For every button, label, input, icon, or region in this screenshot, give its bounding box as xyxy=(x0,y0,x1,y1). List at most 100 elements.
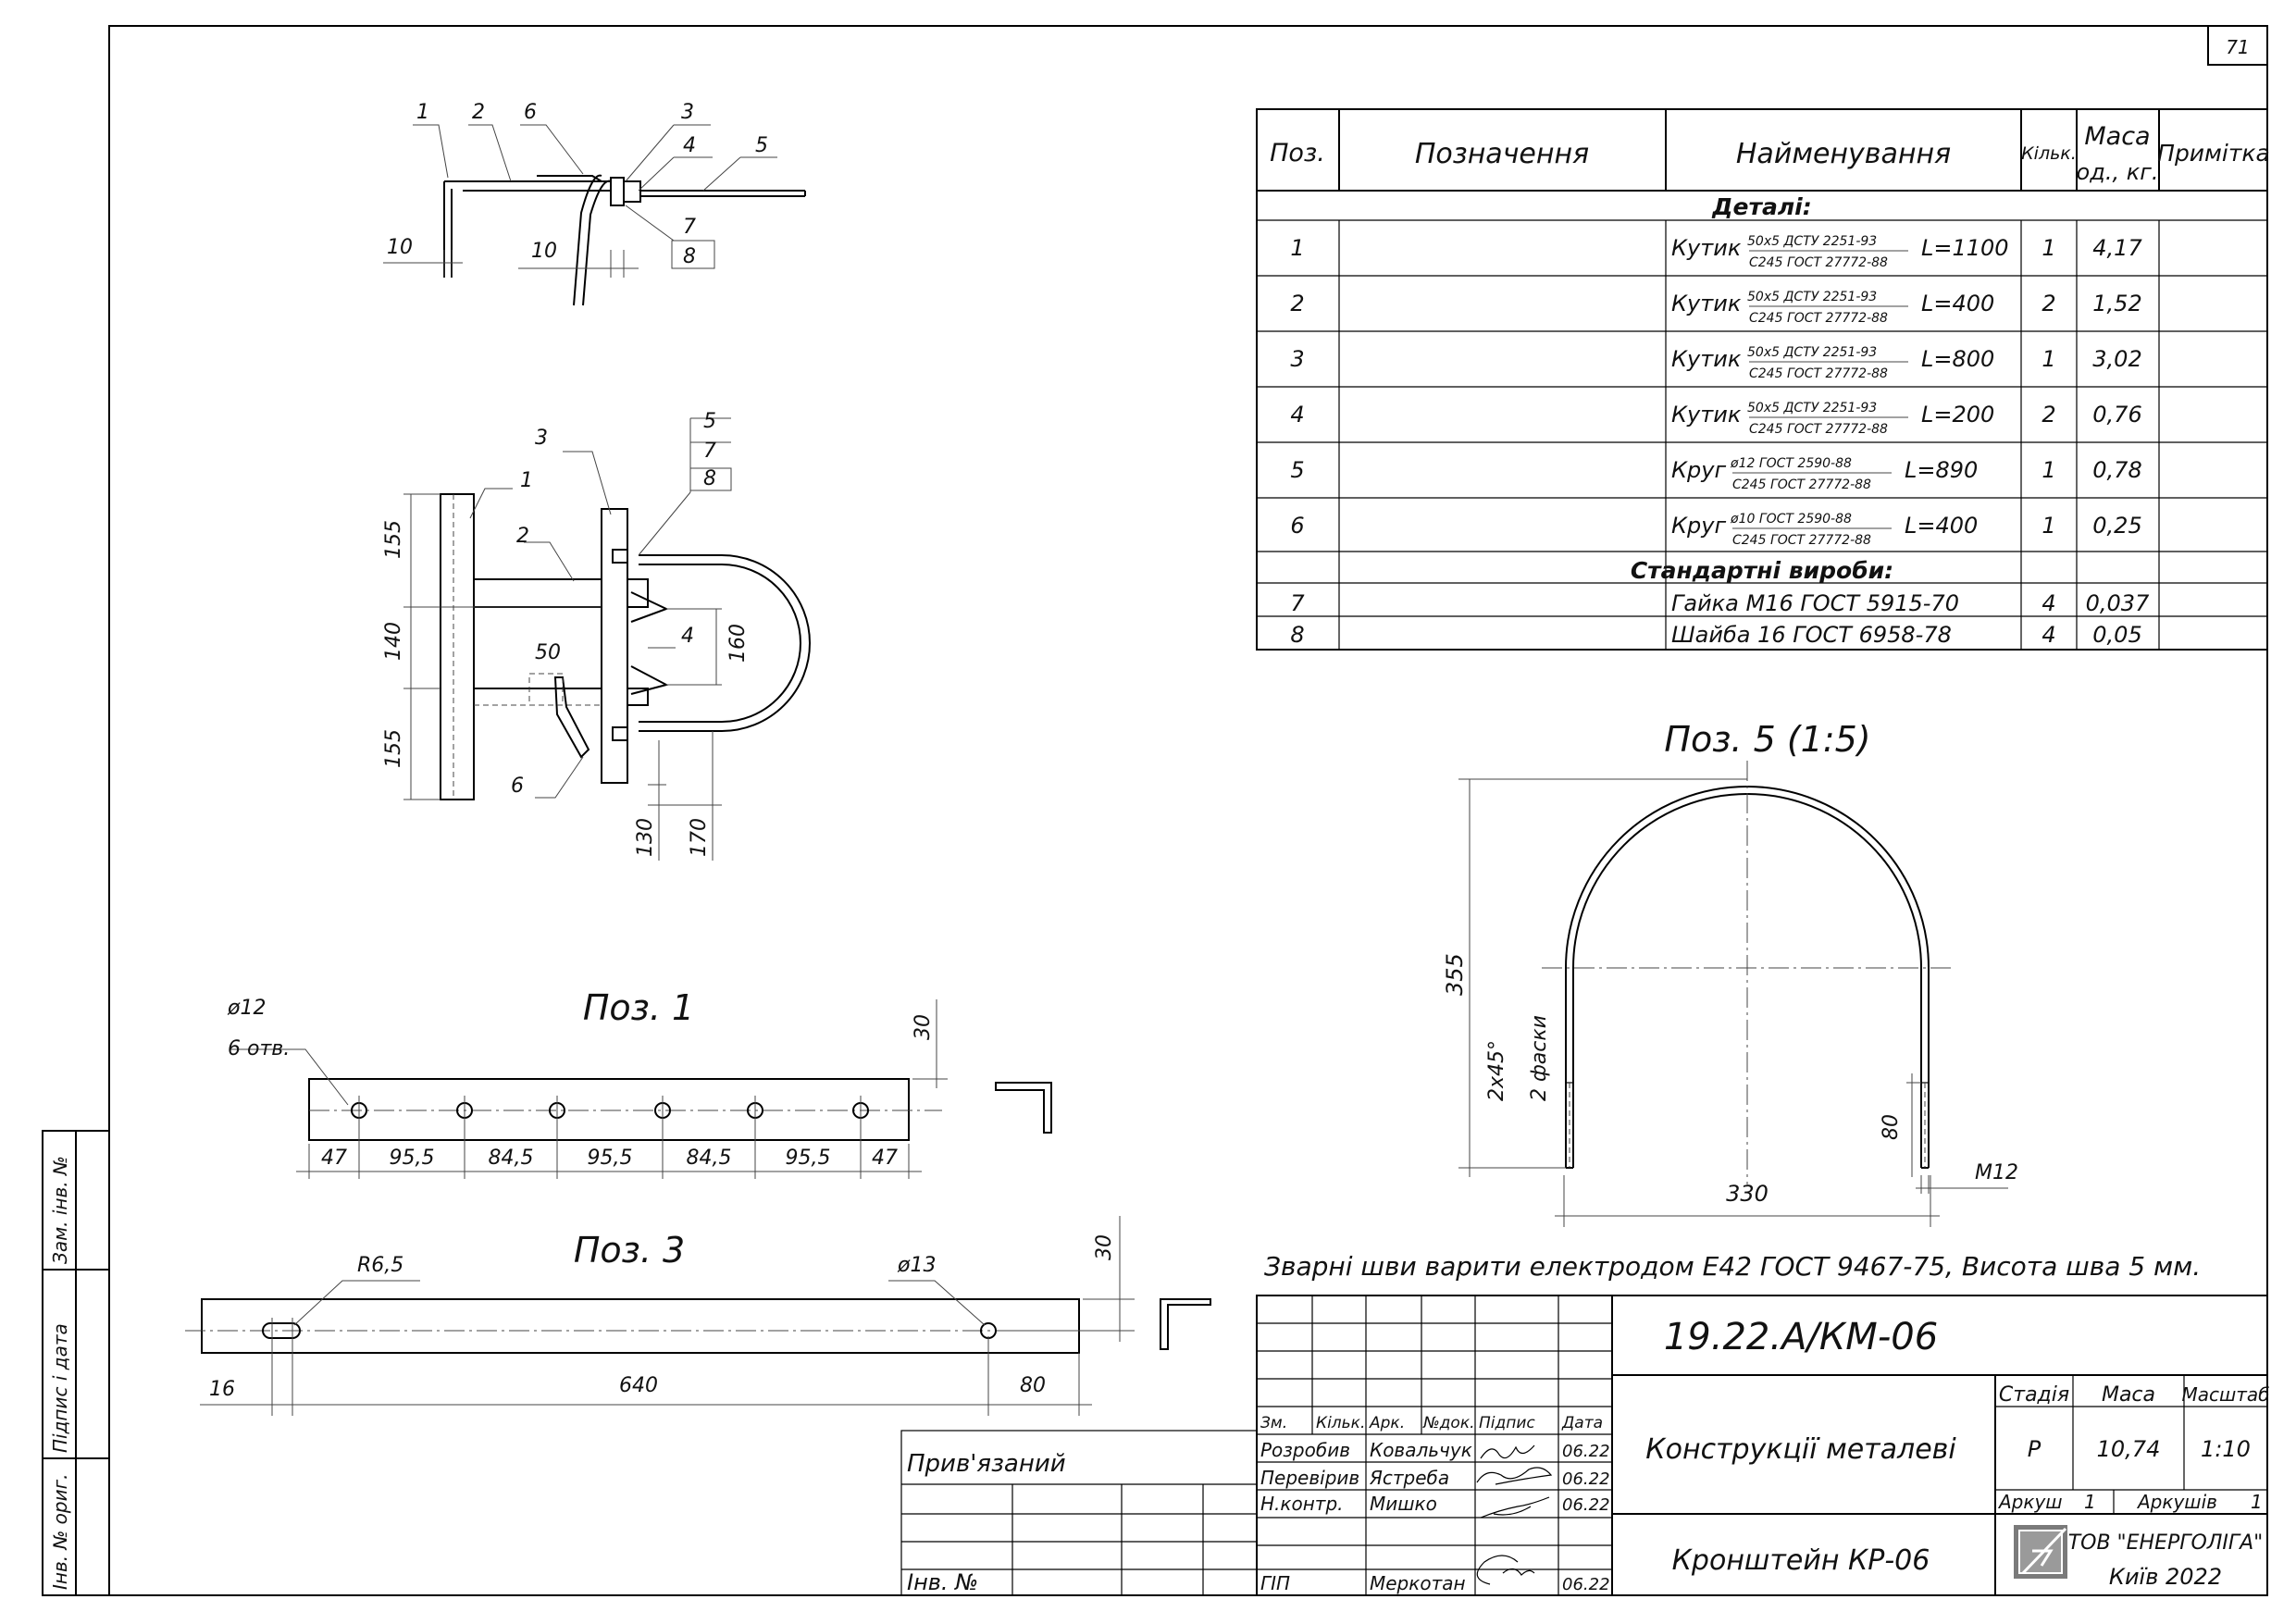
side-stamp-signature: Підпис і дата xyxy=(49,1323,71,1453)
spec-row-profile: 50х5 ДСТУ 2251-93 xyxy=(1747,345,1877,360)
spec-row-mass: 0,25 xyxy=(2092,513,2141,539)
spec-section-standard: Стандартні вироби: xyxy=(1631,557,1893,584)
sheet-number-box xyxy=(2207,25,2268,66)
spec-row-qty: 1 xyxy=(2042,346,2055,372)
spec-row-steel: С245 ГОСТ 27772-88 xyxy=(1749,311,1888,326)
spec-row-length: L=890 xyxy=(1905,457,1978,483)
spec-std-name: Гайка М16 ГОСТ 5915-70 xyxy=(1671,590,1959,616)
spec-row-steel: С245 ГОСТ 27772-88 xyxy=(1732,477,1871,492)
pos5-view xyxy=(1458,761,2008,1227)
spec-header-pos: Поз. xyxy=(1270,139,1325,167)
spec-row-pos: 5 xyxy=(1290,457,1304,483)
spec-row-name: Кутик xyxy=(1671,235,1742,261)
company-logo xyxy=(2014,1525,2067,1579)
title-person-role: Н.контр. xyxy=(1260,1493,1344,1515)
title-col-header: №док. xyxy=(1422,1414,1475,1432)
pos3-radius: R6,5 xyxy=(357,1254,403,1277)
spec-row-name: Кутик xyxy=(1671,346,1742,372)
bound-label: Прив'язаний xyxy=(907,1450,1066,1478)
spec-header-mass: Маса xyxy=(2084,122,2150,151)
spec-std-qty: 4 xyxy=(2042,590,2055,616)
spec-std-pos: 8 xyxy=(1290,622,1304,648)
title-col-header: Арк. xyxy=(1369,1414,1405,1432)
top-label-2: 2 xyxy=(472,101,485,124)
spec-row-length: L=800 xyxy=(1921,346,1994,372)
plan-label-3: 3 xyxy=(535,427,548,450)
plan-label-2: 2 xyxy=(516,525,529,548)
plan-dim-155a: 155 xyxy=(382,520,405,559)
spec-row-steel: С245 ГОСТ 27772-88 xyxy=(1732,533,1871,548)
spec-row-length: L=400 xyxy=(1905,513,1978,539)
title-col-header: Кільк. xyxy=(1316,1414,1365,1432)
spec-row-name: Кутик xyxy=(1671,402,1742,428)
spec-row-qty: 2 xyxy=(2042,291,2055,316)
spec-header-name: Найменування xyxy=(1736,138,1951,170)
pos3-dim-16: 16 xyxy=(209,1378,235,1401)
spec-row-steel: С245 ГОСТ 27772-88 xyxy=(1749,366,1888,381)
pos3-dim-80: 80 xyxy=(1020,1374,1046,1397)
top-label-7: 7 xyxy=(683,216,696,239)
spec-row-profile: ø10 ГОСТ 2590-88 xyxy=(1730,512,1852,527)
plan-view xyxy=(403,417,811,861)
pos1-spacing-dim: 84,5 xyxy=(687,1147,732,1170)
scale-value: 1:10 xyxy=(2201,1436,2251,1462)
spec-row-qty: 1 xyxy=(2042,235,2055,261)
pos1-hole-dia: ø12 xyxy=(227,997,266,1020)
spec-row-pos: 6 xyxy=(1290,513,1304,539)
sheet-value: 1 xyxy=(2084,1491,2096,1513)
spec-row-profile: ø12 ГОСТ 2590-88 xyxy=(1730,456,1852,471)
title-person-name: Ковальчук xyxy=(1370,1439,1472,1461)
sheet-label: Аркуш xyxy=(1997,1491,2063,1513)
side-stamp-original: Інв. № ориг. xyxy=(49,1474,71,1590)
pos3-hole-dia: ø13 xyxy=(897,1254,936,1277)
pos5-thread-len: 80 xyxy=(1880,1114,1903,1140)
side-stamp-replaced: Зам. інв. № xyxy=(49,1156,71,1264)
top-label-4: 4 xyxy=(683,134,696,157)
spec-row-profile: 50х5 ДСТУ 2251-93 xyxy=(1747,401,1877,415)
spec-std-mass: 0,05 xyxy=(2092,622,2141,648)
pos3-height: 30 xyxy=(1093,1234,1116,1260)
spec-row-mass: 1,52 xyxy=(2092,291,2141,316)
spec-header-designation: Позначення xyxy=(1415,138,1589,170)
spec-section-parts: Деталі: xyxy=(1711,193,1811,220)
signatures xyxy=(1476,1444,1553,1585)
title-person-role: Перевірив xyxy=(1260,1467,1359,1489)
pos5-chamfer: 2х45° xyxy=(1485,1040,1508,1101)
top-dim-10b: 10 xyxy=(531,240,557,263)
side-stamp: Зам. інв. № Підпис і дата Інв. № ориг. xyxy=(42,1130,110,1596)
spec-row-qty: 1 xyxy=(2042,457,2055,483)
stage-value: Р xyxy=(2028,1436,2042,1462)
spec-row-profile: 50х5 ДСТУ 2251-93 xyxy=(1747,290,1877,304)
plan-label-7: 7 xyxy=(703,440,716,463)
spec-std-pos: 7 xyxy=(1290,590,1305,616)
sheet-number: 71 xyxy=(2226,36,2249,58)
plan-dim-130: 130 xyxy=(634,818,657,857)
spec-row-pos: 3 xyxy=(1290,346,1304,372)
title-col-header: Підпис xyxy=(1479,1414,1535,1432)
mass-label: Маса xyxy=(2102,1383,2155,1407)
spec-row-pos: 4 xyxy=(1290,402,1304,428)
spec-header-note: Примітка xyxy=(2157,140,2270,167)
spec-row-qty: 2 xyxy=(2042,402,2055,428)
drawing-name: Кронштейн КР-06 xyxy=(1672,1544,1930,1577)
spec-row-length: L=1100 xyxy=(1921,235,2009,261)
title-col-header: Зм. xyxy=(1260,1414,1287,1432)
pos5-chamfer-note: 2 фаски xyxy=(1528,1015,1551,1101)
pos5-title: Поз. 5 (1:5) xyxy=(1664,719,1870,760)
pos1-spacing-dim: 47 xyxy=(321,1147,347,1170)
spec-std-name: Шайба 16 ГОСТ 6958-78 xyxy=(1671,622,1952,648)
spec-row-length: L=400 xyxy=(1921,291,1994,316)
spec-row-pos: 1 xyxy=(1290,235,1304,261)
sheets-label: Аркушів xyxy=(2136,1491,2217,1513)
title-person-date: 06.22 xyxy=(1562,1575,1610,1594)
top-label-1: 1 xyxy=(416,101,429,124)
city-year: Київ 2022 xyxy=(2109,1564,2222,1590)
object-name: Конструкції металеві xyxy=(1645,1433,1956,1466)
plan-label-4: 4 xyxy=(681,625,694,648)
spec-row-steel: С245 ГОСТ 27772-88 xyxy=(1749,255,1888,270)
sheet-frame xyxy=(108,25,2268,1596)
pos5-thread: М12 xyxy=(1975,1161,2018,1184)
spec-row-steel: С245 ГОСТ 27772-88 xyxy=(1749,422,1888,437)
pos3-dim-640: 640 xyxy=(619,1374,658,1397)
